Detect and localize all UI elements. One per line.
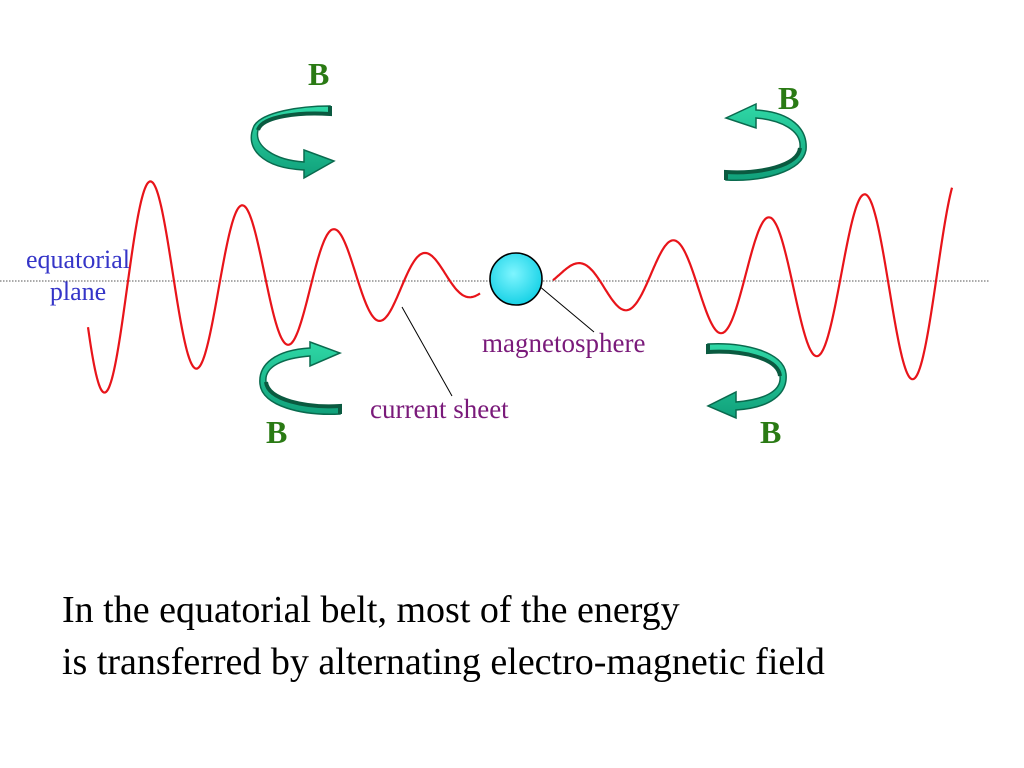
current-sheet-wave-right	[552, 187, 954, 381]
b-field-label-bottom-right: B	[760, 414, 782, 450]
magnetosphere-label: magnetosphere	[482, 328, 646, 358]
current-sheet-wave-left	[86, 180, 481, 394]
curved-arrow-icon	[723, 102, 807, 181]
caption-line1: In the equatorial belt, most of the ener…	[62, 589, 680, 631]
b-field-label-bottom-left: B	[266, 414, 288, 450]
b-field-label-top-right: B	[778, 80, 800, 116]
equatorial-label-line2: plane	[49, 277, 107, 306]
current-sheet-label: current sheet	[370, 394, 509, 424]
curved-arrow-icon	[259, 340, 343, 415]
equatorial-label-line1: equatorial	[26, 245, 130, 274]
equatorial-plane-label: equatorial plane	[8, 244, 148, 308]
curved-arrow-icon	[706, 343, 787, 420]
b-field-label-top-left: B	[308, 56, 330, 92]
caption-text: In the equatorial belt, most of the ener…	[62, 584, 825, 688]
caption-line2: is transferred by alternating electro-ma…	[62, 641, 825, 683]
current-sheet-pointer-line	[401, 306, 453, 397]
curved-arrow-icon	[250, 105, 336, 180]
magnetosphere-sphere-icon	[489, 252, 543, 306]
